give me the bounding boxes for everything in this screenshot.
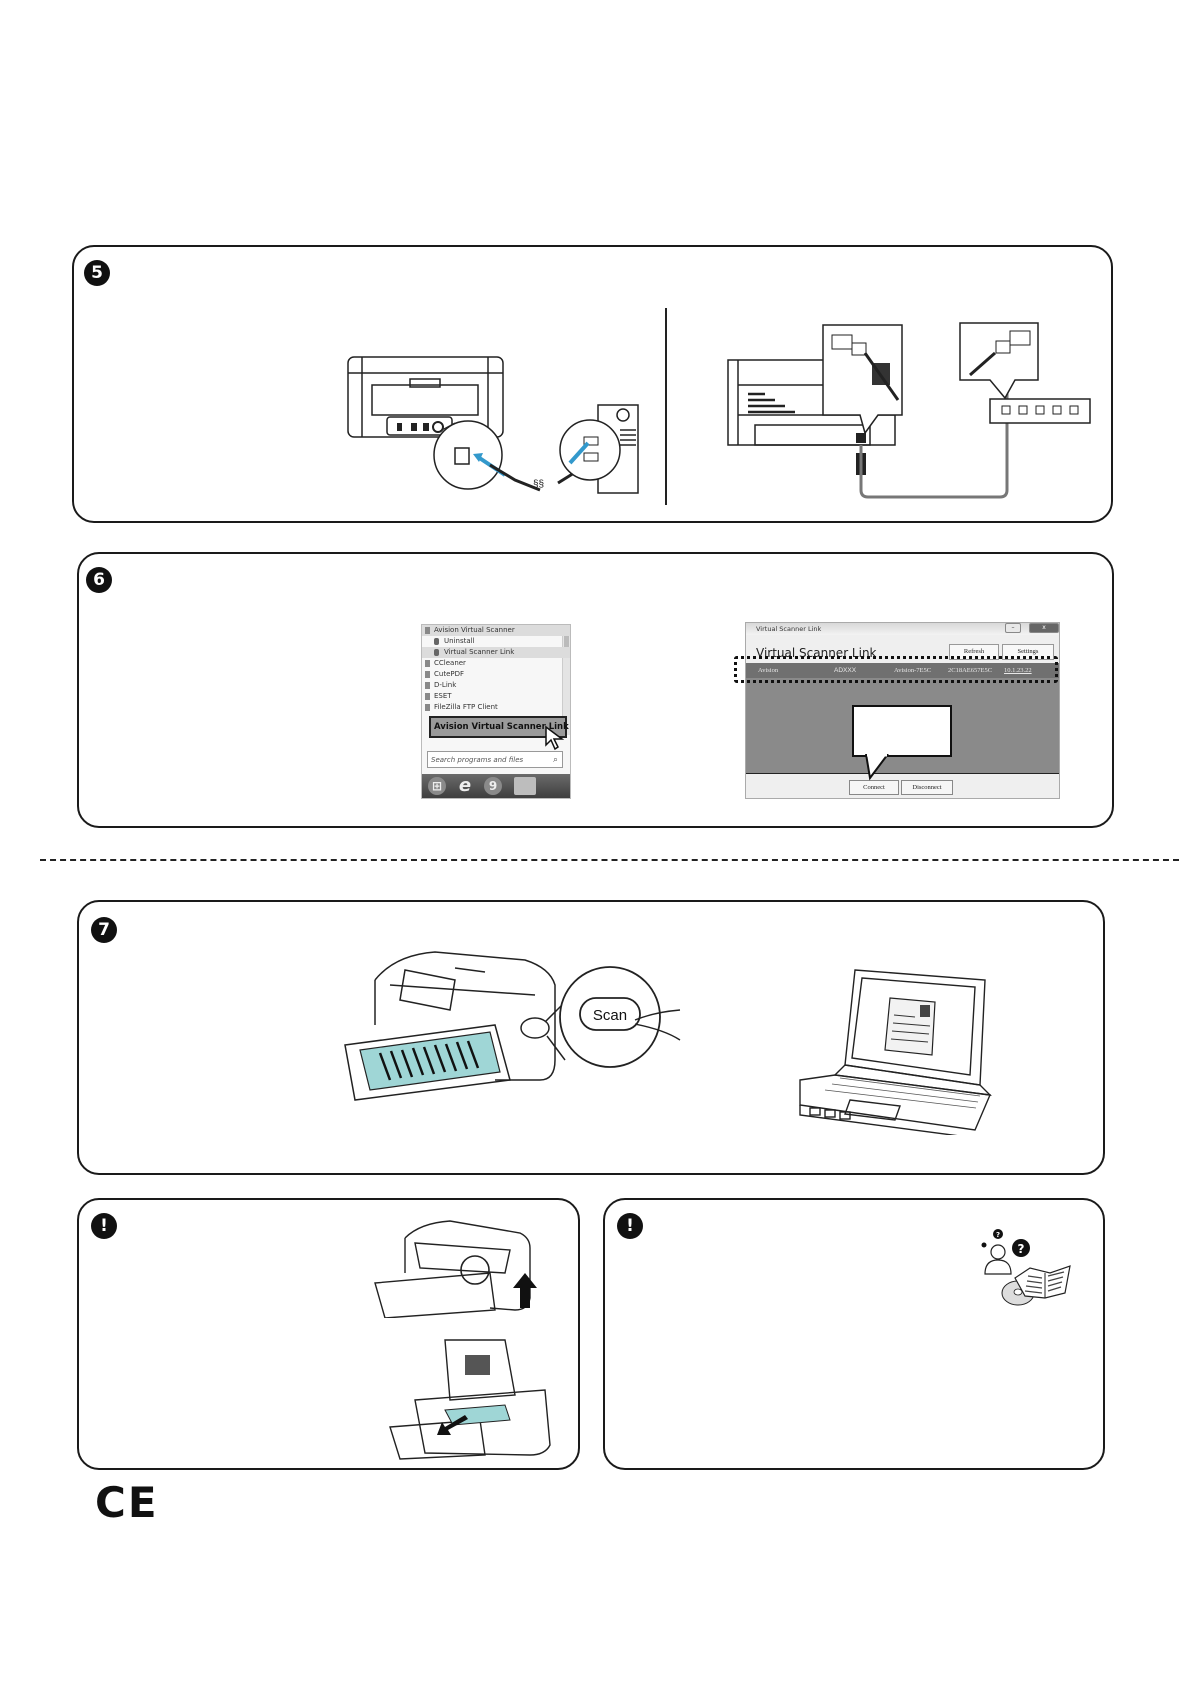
callout-bubble (852, 705, 952, 757)
start-menu: Avision Virtual Scanner Uninstall Virtua… (421, 624, 571, 799)
scan-button-label: Scan (593, 1007, 627, 1024)
callout-bubble-tail (865, 754, 889, 781)
scanner-with-paper-illustration: Scan (344, 951, 681, 1101)
start-button-icon[interactable]: ⊞ (428, 777, 446, 795)
step-7-badge: 7 (91, 917, 117, 943)
cell-ip: 10.1.23.22 (1004, 667, 1032, 674)
pc-usb-zoom-circle (559, 419, 621, 481)
svg-text:?: ? (996, 1231, 1000, 1239)
finger-icon (634, 1009, 681, 1041)
control-panel (520, 1017, 550, 1039)
start-menu-item-eset[interactable]: ESET (422, 691, 570, 702)
link-icon (434, 649, 439, 656)
warning-badge-icon: ! (91, 1213, 117, 1239)
start-menu-item-filezilla[interactable]: FileZilla FTP Client (422, 702, 570, 713)
start-menu-item-cutepdf[interactable]: CutePDF (422, 669, 570, 680)
usb-port-zoom-circle (433, 420, 503, 490)
document-on-screen (884, 997, 936, 1056)
scanner-list-row[interactable]: Avision ADXXX Avision-7E5C 2C18AE657E5C … (746, 663, 1059, 678)
connect-button[interactable]: Connect (849, 780, 899, 795)
minimize-button[interactable]: – (1005, 623, 1021, 633)
internet-explorer-icon[interactable]: e (458, 775, 472, 796)
cell-vendor: Avision (758, 667, 779, 674)
step-6-badge: 6 (86, 567, 112, 593)
step-5-badge: 5 (84, 260, 110, 286)
start-menu-item-ccleaner[interactable]: CCleaner (422, 658, 570, 669)
step-5-divider (665, 308, 667, 505)
start-menu-scrollbar[interactable] (562, 625, 570, 735)
folder-icon (425, 671, 430, 678)
close-button[interactable]: x (1029, 623, 1059, 633)
section-separator (40, 859, 1179, 861)
start-menu-item-d-link[interactable]: D-Link (422, 680, 570, 691)
window-titlebar: Virtual Scanner Link – x (746, 623, 1059, 635)
cell-mac: 2C18AE657E5C (948, 667, 993, 674)
mouse-cursor-icon (545, 725, 565, 751)
scanner-open-lid-illustration (374, 1220, 537, 1318)
question-icon (1012, 1239, 1030, 1257)
ce-mark: CE (95, 1478, 159, 1527)
folder-icon (425, 682, 430, 689)
highlight-dotted-frame (734, 656, 1058, 683)
search-icon: ⌕ (552, 755, 558, 765)
folder-icon (425, 660, 430, 667)
warning-badge-icon: ! (617, 1213, 643, 1239)
vent-lines (748, 392, 795, 414)
plug-callout-right (959, 322, 1039, 400)
paper-lines (378, 1040, 480, 1081)
browser-icon[interactable]: 9 (484, 777, 502, 795)
pull-arrow-icon (437, 1415, 468, 1435)
computer-tower (597, 404, 639, 494)
router-icon (989, 398, 1091, 424)
disconnect-button[interactable]: Disconnect (901, 780, 953, 795)
question-icon (993, 1229, 1003, 1239)
cell-model: ADXXX (834, 667, 857, 674)
user-manual-help-illustration: ? ? (981, 1229, 1071, 1306)
ethernet-port (856, 433, 866, 443)
avision-virtual-scanner-link-callout[interactable]: Avision Virtual Scanner Link (429, 716, 569, 738)
scan-button (579, 997, 641, 1031)
start-menu-item-avision-virtual-scanner[interactable]: Avision Virtual Scanner (422, 625, 570, 636)
taskbar: ⊞ e 9 (422, 774, 570, 798)
up-arrow-icon (513, 1273, 537, 1308)
ethernet-connection-illustration (727, 322, 1091, 499)
note-panel-paper-jam (77, 1198, 580, 1470)
rear-ports (397, 421, 444, 433)
book-icon (1014, 1265, 1071, 1299)
plug-callout-left (822, 324, 903, 435)
usb-connection-illustration: §§ (347, 356, 639, 494)
laptop-illustration (799, 969, 992, 1135)
cell-name: Avision-7E5C (894, 667, 932, 674)
break-mark: §§ (533, 479, 544, 490)
folder-icon (425, 704, 430, 711)
start-menu-item-uninstall[interactable]: Uninstall (422, 636, 570, 647)
person-icon (984, 1244, 1012, 1275)
search-programs-input[interactable]: Search programs and files⌕ (427, 751, 563, 768)
scanner-rear-view (347, 356, 504, 438)
svg-text:?: ? (1018, 1242, 1025, 1256)
usb-cable (489, 463, 541, 492)
folder-icon (425, 627, 430, 634)
folder-icon (425, 693, 430, 700)
file-explorer-icon[interactable] (514, 777, 536, 795)
scanner-jammed-paper-illustration (389, 1339, 551, 1460)
keyboard (824, 1077, 981, 1109)
uninstall-icon (434, 638, 439, 645)
ethernet-cable (859, 383, 1009, 499)
start-menu-item-virtual-scanner-link[interactable]: Virtual Scanner Link (422, 647, 570, 658)
